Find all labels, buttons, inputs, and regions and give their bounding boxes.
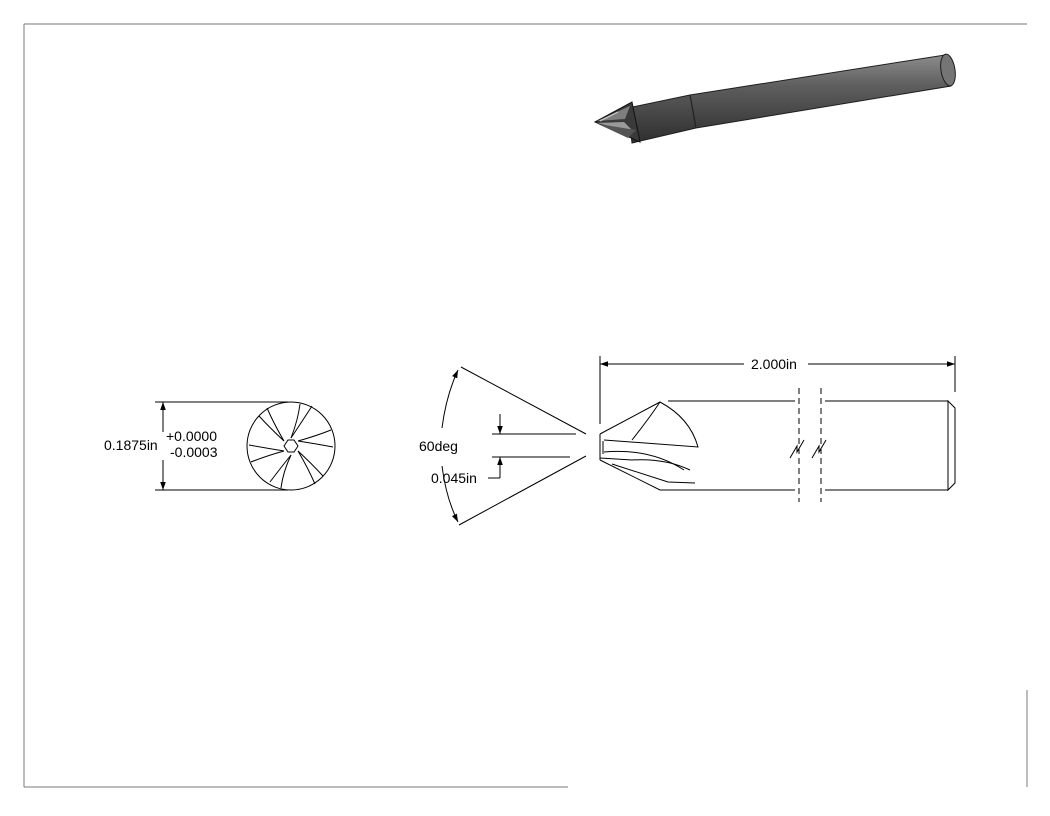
tip-flat-value: 0.045in <box>431 470 477 486</box>
sheet-frame <box>23 23 1028 788</box>
flutes <box>248 403 334 489</box>
tip-flat-dimension <box>488 414 576 479</box>
length-dimension <box>599 356 956 424</box>
end-view: 0.1875in +0.0000 -0.0003 <box>104 401 336 491</box>
length-value: 2.000in <box>751 356 797 372</box>
angle-value: 60deg <box>419 438 458 454</box>
tolerance-minus: -0.0003 <box>170 444 218 460</box>
isometric-view <box>593 53 956 144</box>
end-view-outline <box>246 401 336 491</box>
tolerance-plus: +0.0000 <box>166 428 217 444</box>
diameter-dimension <box>155 401 288 491</box>
angle-dimension <box>441 366 587 526</box>
side-view <box>599 388 956 502</box>
countersink-flutes <box>599 400 699 491</box>
diameter-value: 0.1875in <box>104 437 158 453</box>
countersink-point <box>593 101 641 143</box>
shank-body <box>627 54 954 144</box>
break-symbol <box>789 388 827 502</box>
